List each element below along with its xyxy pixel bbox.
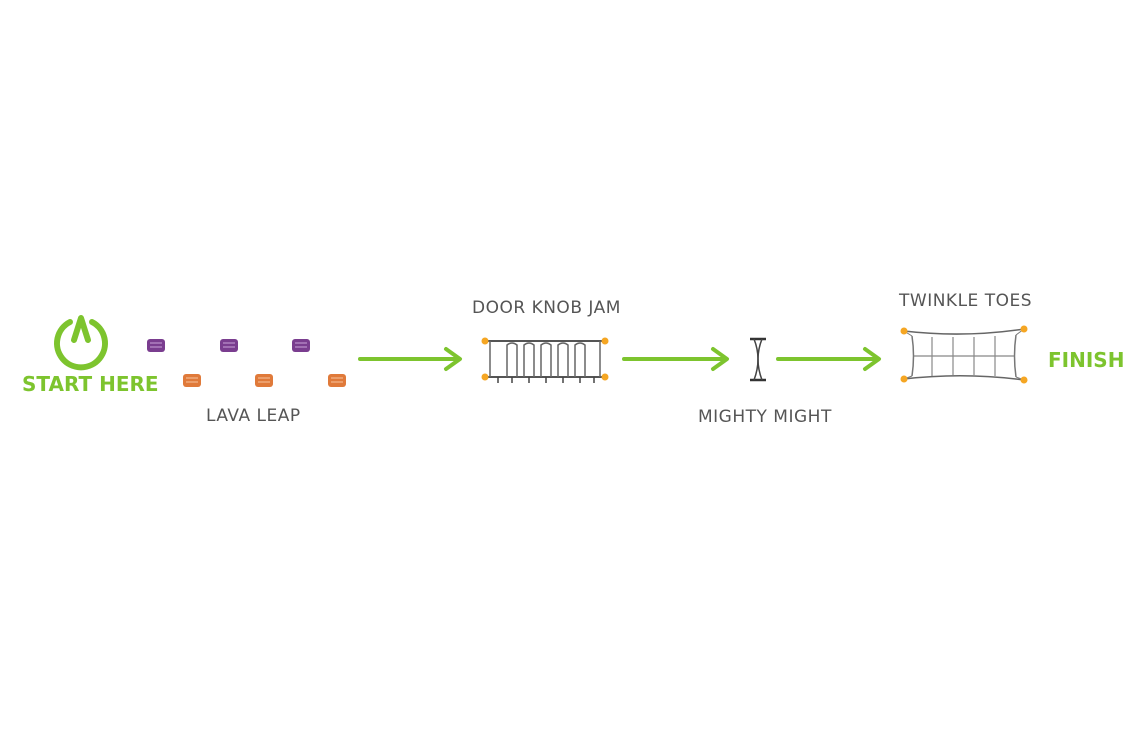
door-knob-jam-apparatus (481, 337, 609, 383)
mighty-might-apparatus (750, 337, 766, 382)
orange-pad (328, 374, 346, 387)
start-label: START HERE (22, 372, 159, 396)
station-label-door-knob-jam: DOOR KNOB JAM (472, 298, 621, 318)
finish-label: FINISH (1048, 348, 1125, 372)
arrow-right-icon (358, 347, 462, 371)
purple-pad (292, 339, 310, 352)
purple-pad (147, 339, 165, 352)
station-label-lava-leap: LAVA LEAP (206, 406, 301, 426)
arrow-right-icon (622, 347, 729, 371)
twinkle-toes-net (900, 325, 1028, 384)
station-label-twinkle-toes: TWINKLE TOES (899, 291, 1032, 311)
station-label-mighty-might: MIGHTY MIGHT (698, 407, 832, 427)
lava-leap-pads (147, 339, 346, 387)
orange-pad (183, 374, 201, 387)
orange-pad (255, 374, 273, 387)
power-icon (54, 315, 108, 371)
purple-pad (220, 339, 238, 352)
arrow-right-icon (776, 347, 881, 371)
